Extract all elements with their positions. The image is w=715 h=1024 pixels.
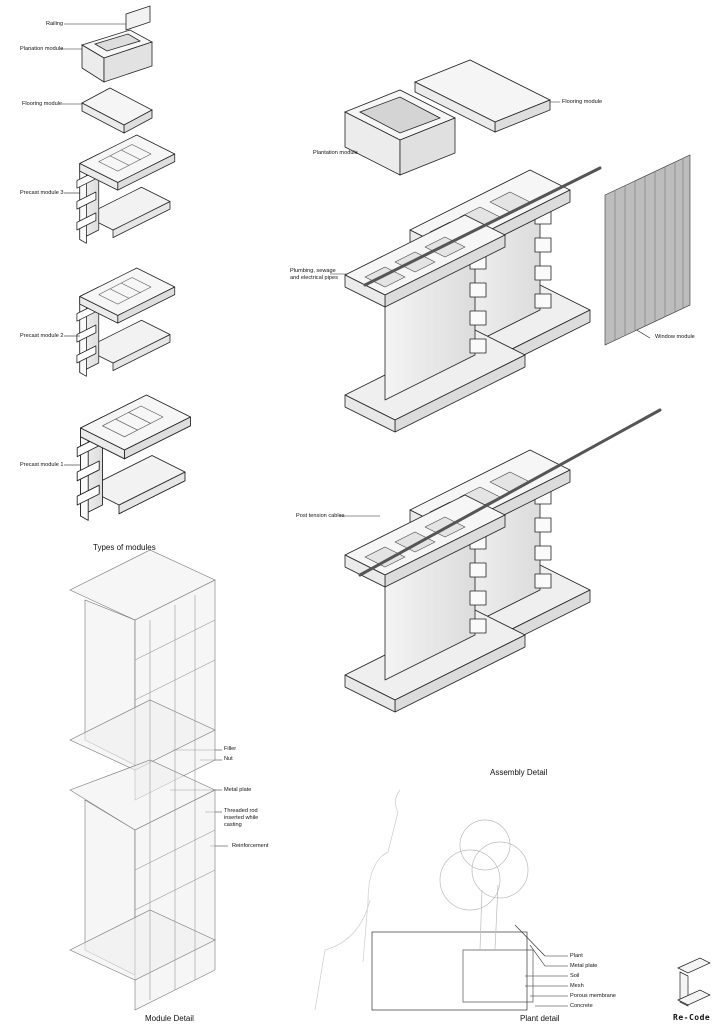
label-railing: Railing <box>46 21 64 27</box>
label-plant: Plant <box>570 953 583 959</box>
plantation-module-shape <box>81 29 153 83</box>
label-metal-plate: Metal plate <box>224 787 252 793</box>
pipes <box>358 166 662 577</box>
window-module-shape <box>604 154 691 346</box>
label-nut: Nut <box>224 756 233 762</box>
re-code-logo-icon <box>677 957 711 1007</box>
precast-module-1-shape <box>76 394 191 521</box>
label-precast-module-3: Precast module 3 <box>20 190 64 196</box>
railing-shape <box>125 5 151 31</box>
caption-plant-detail: Plant detail <box>520 1014 560 1023</box>
assembly-flooring-module <box>414 59 551 133</box>
label-flooring-module: Flooring module <box>22 101 63 107</box>
label-soil: Soil <box>570 973 580 979</box>
label-assembly-flooring: Flooring module <box>562 99 603 105</box>
label-pipes-1: Plumbing, sewage <box>290 268 336 274</box>
caption-assembly-detail: Assembly Detail <box>490 768 548 777</box>
label-plantation-module: Planation module <box>20 46 64 52</box>
plant-detail-shape <box>314 789 534 1011</box>
label-precast-module-1: Precast module 1 <box>20 462 64 468</box>
assembly-plantation-module <box>344 89 456 176</box>
label-filler: Filler <box>224 746 237 752</box>
label-mesh: Mesh <box>570 983 584 989</box>
caption-module-detail: Module Detail <box>145 1014 194 1023</box>
label-rod-2: inserted while <box>224 815 259 821</box>
re-code-logo-text: Re-Code <box>673 1013 711 1022</box>
label-reinforcement: Reinforcement <box>232 843 269 849</box>
label-post-tension-cables: Post tension cables <box>296 513 345 519</box>
module-detail-shape <box>69 549 216 1011</box>
label-porous-membrane: Porous membrane <box>570 993 617 999</box>
flooring-module-shape <box>81 87 153 134</box>
label-rod-3: casting <box>224 822 242 828</box>
label-window-module: Window module <box>655 334 695 340</box>
label-assembly-plantation: Plantation module <box>313 150 358 156</box>
label-concrete: Concrete <box>570 1003 593 1009</box>
label-pipes-2: and electrical pipes <box>290 275 338 281</box>
label-plant-metal-plate: Metal plate <box>570 963 598 969</box>
precast-module-3-shape <box>76 134 176 244</box>
precast-module-2-shape <box>76 267 176 377</box>
label-precast-module-2: Precast module 2 <box>20 333 64 339</box>
caption-types-of-modules: Types of modules <box>93 543 156 552</box>
label-rod-1: Threaded rod <box>224 808 258 814</box>
